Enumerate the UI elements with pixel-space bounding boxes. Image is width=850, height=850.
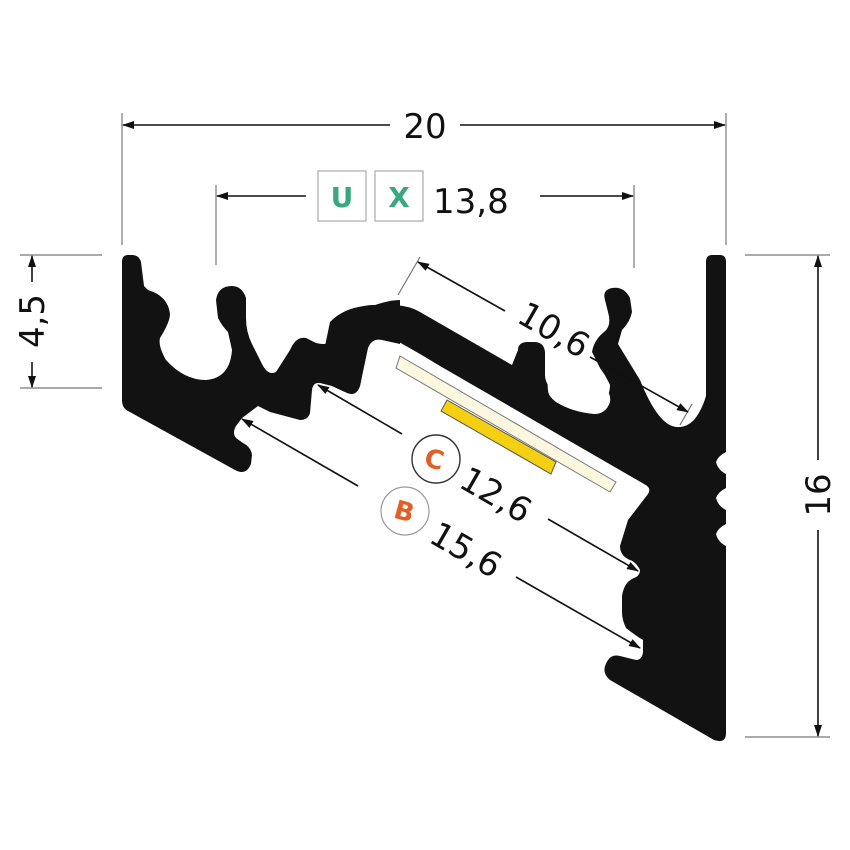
dim-inner-width: 13,8 — [433, 182, 509, 222]
dim-overall-height: 16 — [799, 473, 839, 516]
dim-c-width: 12,6 — [453, 459, 539, 531]
svg-text:X: X — [388, 181, 410, 214]
channel-cutout — [547, 370, 611, 414]
dim-b-width: 15,6 — [423, 514, 509, 586]
dim-overall-width: 20 — [403, 107, 446, 147]
led-strip — [395, 355, 617, 493]
badge-x: X — [374, 170, 424, 222]
led-chip — [440, 399, 557, 475]
circle-label-c: C — [411, 434, 461, 484]
led-strip-base — [395, 355, 617, 493]
dimension-lines — [28, 121, 822, 737]
badge-u: U — [317, 170, 367, 222]
svg-text:U: U — [331, 181, 354, 214]
circle-label-b: B — [380, 486, 430, 536]
dim-side-height: 4,5 — [13, 294, 53, 348]
